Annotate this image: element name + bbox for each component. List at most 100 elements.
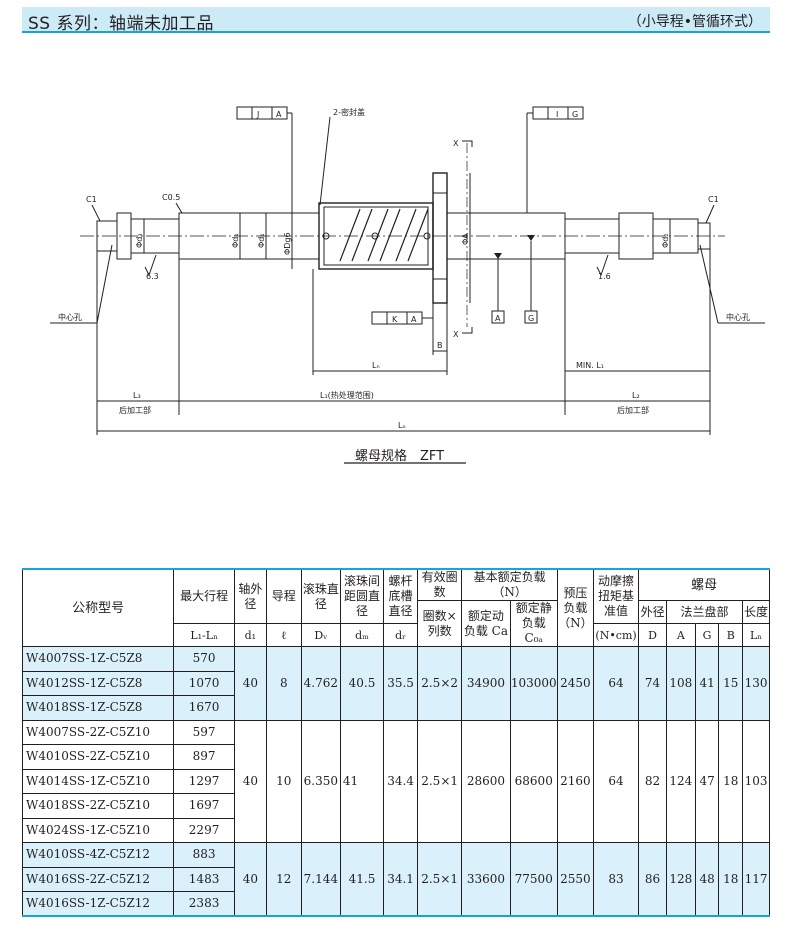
cell-root: 34.1 (383, 842, 419, 917)
cell-d1: 40 (233, 646, 267, 721)
label-center-hole-left: 中心孔 (58, 312, 82, 322)
label-tol-bottom-a: A (411, 315, 417, 324)
label-dim-ln: Lₙ (372, 361, 380, 370)
cell-preload: 2450 (556, 646, 594, 721)
cell-length: 117 (742, 842, 770, 917)
label-dim-l2: L₂ (632, 391, 640, 400)
cell-model: W4012SS-1Z-C5Z8 (21, 670, 175, 696)
cell-model: W4010SS-2Z-C5Z10 (21, 744, 175, 770)
cell-model: W4024SS-1Z-C5Z10 (21, 817, 175, 843)
label-xsec-bottom: X (453, 330, 459, 339)
label-d3: Φd₃ (135, 233, 144, 248)
header-turns-sub: 圈数×列数 (417, 600, 463, 647)
cell-flange-g: 48 (694, 842, 720, 917)
cell-lead: 10 (265, 719, 302, 843)
cell-length: 130 (742, 646, 770, 721)
label-d2: Φd₂ (661, 233, 670, 248)
label-dim-b: B (437, 341, 443, 350)
cell-ball: 7.144 (300, 842, 341, 917)
cell-flange-b: 15 (718, 646, 744, 721)
cell-root: 35.5 (383, 646, 419, 721)
label-tol-bottom-k: K (392, 315, 398, 324)
header-root-dia: 螺杆底槽直径 (383, 568, 419, 624)
cell-flange-a: 124 (665, 719, 696, 843)
cell-flange-b: 18 (718, 842, 744, 917)
cell-c0a: 77500 (509, 842, 558, 917)
cell-torque: 64 (592, 646, 640, 721)
label-tol-right-g: G (572, 110, 578, 119)
cell-pcd: 41.5 (339, 842, 385, 917)
label-chamfer-right: C1 (708, 195, 719, 204)
cell-stroke: 897 (173, 744, 235, 770)
cell-flange-g: 41 (694, 646, 720, 721)
cell-stroke: 2297 (173, 817, 235, 843)
tube-screw-right (423, 232, 431, 240)
label-center-hole-right: 中心孔 (726, 312, 750, 322)
return-tubes (339, 208, 429, 262)
header-nut-od-sym: D (638, 623, 667, 647)
header-length-sym: Lₙ (742, 623, 770, 647)
cell-model: W4016SS-1Z-C5Z12 (21, 891, 175, 917)
header-turns: 有效圈数 (417, 568, 463, 601)
label-dim-min-l1: MIN. L₁ (576, 361, 604, 370)
cell-ball: 6.350 (300, 719, 341, 843)
tube-screw-left (322, 232, 330, 240)
label-roughness-16: 1.6 (598, 272, 611, 281)
cell-torque: 64 (592, 719, 640, 843)
cell-nut-od: 82 (638, 719, 667, 843)
header-max-stroke: 最大行程 (173, 568, 235, 624)
cell-c0a: 103000 (509, 646, 558, 721)
cell-nut-od: 74 (638, 646, 667, 721)
table-row: W4007SS-1Z-C5Z8 570 40 8 4.762 40.5 35.5… (21, 646, 770, 721)
header-torque: 动摩擦扭矩基准值 (592, 568, 640, 624)
cell-d1: 40 (233, 842, 267, 917)
header-flange-b: B (718, 623, 744, 647)
header-flange-a: A (665, 623, 696, 647)
cell-pcd: 40.5 (339, 646, 385, 721)
label-tol-right-i: I (556, 110, 558, 119)
cell-stroke: 1483 (173, 866, 235, 892)
label-datum-g: G (528, 314, 534, 323)
header-flange: 法兰盘部 (665, 600, 744, 624)
table-row: W4010SS-4Z-C5Z12 883 40 12 7.144 41.5 34… (21, 842, 770, 917)
header-torque-unit: (N•cm) (592, 623, 640, 647)
header-shaft-od: 轴外径 (233, 568, 267, 624)
header-nut: 螺母 (638, 568, 770, 601)
header-stat-load: 额定静负载 C₀ₐ (509, 600, 558, 647)
cell-stroke: 1297 (173, 768, 235, 794)
table-group-lead-8: W4007SS-1Z-C5Z8 570 40 8 4.762 40.5 35.5… (21, 646, 770, 721)
label-phi-a: ΦA (461, 233, 470, 245)
cell-stroke: 883 (173, 842, 235, 868)
ball-screw-drawing: C1 C0.5 C1 2-密封盖 6.3 1.6 中心孔 中心孔 Φd₃ Φd₁… (0, 95, 790, 475)
header-dyn-load: 额定动负载 Ca (461, 600, 511, 647)
header-load-rating: 基本额定负载（N） (461, 568, 558, 601)
table-row: W4024SS-1Z-C5Z10 2297 (21, 817, 770, 843)
cell-ca: 28600 (461, 719, 511, 843)
drawing-caption: 螺母规格 ZFT (355, 448, 444, 464)
label-tol-left-j: J (256, 110, 259, 119)
cell-stroke: 2383 (173, 891, 235, 917)
cell-preload: 2550 (556, 842, 594, 917)
header-model: 公称型号 (21, 568, 175, 647)
header-nut-od: 外径 (638, 600, 667, 624)
label-rear-left: 后加工部 (119, 405, 151, 415)
label-roughness-63: 6.3 (146, 272, 159, 281)
nut-tube-cover (323, 206, 429, 266)
table-group-lead-10: W4007SS-2Z-C5Z10 597 40 10 6.350 41 34.4… (21, 719, 770, 843)
header-preload: 预压负载（N） (556, 568, 594, 647)
cell-model: W4018SS-1Z-C5Z8 (21, 695, 175, 721)
cell-turns: 2.5×1 (417, 719, 463, 843)
cell-stroke: 597 (173, 719, 235, 745)
cell-flange-a: 128 (665, 842, 696, 917)
drawing-svg: C1 C0.5 C1 2-密封盖 6.3 1.6 中心孔 中心孔 Φd₃ Φd₁… (50, 106, 765, 464)
page-subtitle: （小导程•管循环式） (627, 14, 762, 30)
header-flange-g: G (694, 623, 720, 647)
cell-model: W4016SS-2Z-C5Z12 (21, 866, 175, 892)
table-group-lead-12: W4010SS-4Z-C5Z12 883 40 12 7.144 41.5 34… (21, 842, 770, 917)
cell-root: 34.4 (383, 719, 419, 843)
label-xsec-top: X (453, 139, 459, 148)
label-dim-lo: Lₒ (398, 421, 406, 430)
cell-ball: 4.762 (300, 646, 341, 721)
cell-nut-od: 86 (638, 842, 667, 917)
cell-model: W4007SS-1Z-C5Z8 (21, 646, 175, 672)
